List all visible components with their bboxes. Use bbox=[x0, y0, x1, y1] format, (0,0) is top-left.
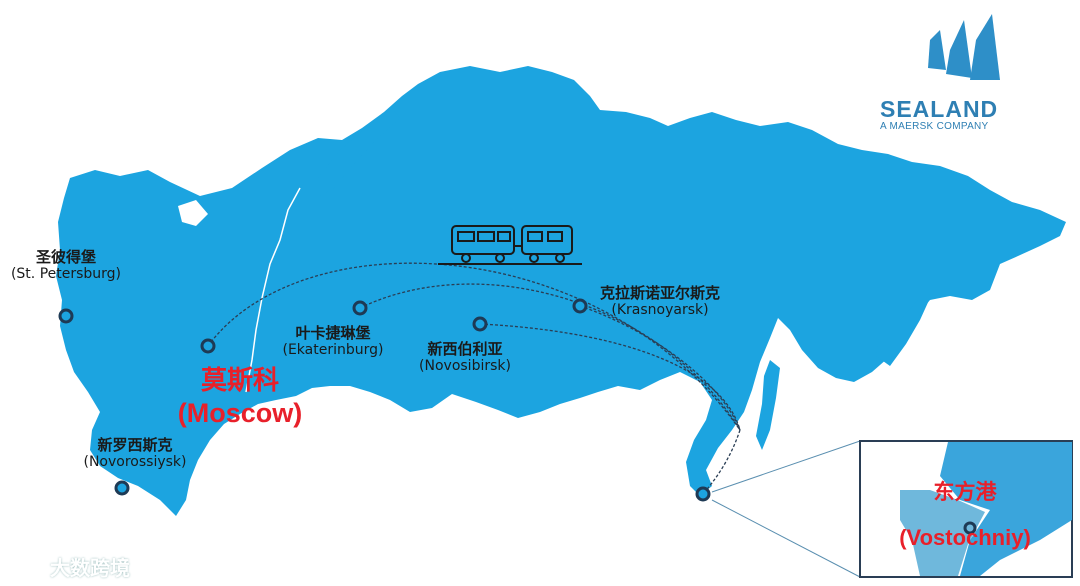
city-name-zh: 新罗西斯克 bbox=[97, 436, 173, 454]
marker-ekaterinburg bbox=[352, 300, 368, 316]
city-name-zh: 新西伯利亚 bbox=[427, 340, 503, 358]
sakhalin-island bbox=[756, 360, 780, 450]
ural-line bbox=[245, 187, 301, 393]
city-name-zh: 叶卡捷琳堡 bbox=[295, 324, 371, 342]
sealand-logo: SEALAND A MAERSK COMPANY bbox=[880, 96, 1040, 132]
novaya-zemlya bbox=[318, 108, 400, 196]
route-novosibirsk bbox=[479, 323, 741, 431]
inset-map bbox=[859, 440, 1073, 578]
city-name-zh: 克拉斯诺亚尔斯克 bbox=[599, 284, 720, 302]
watermark-text: 大数跨境 bbox=[50, 556, 130, 580]
marker-vostochniy bbox=[695, 486, 711, 502]
city-name-en: (Moscow) bbox=[177, 398, 303, 429]
city-name-en: (St. Petersburg) bbox=[10, 266, 122, 282]
label-moscow: 莫斯科 (Moscow) bbox=[170, 366, 310, 430]
route-krasnoyarsk bbox=[579, 305, 741, 431]
sealand-sails-icon bbox=[928, 14, 1000, 80]
city-name-en: (Vostochniy) bbox=[899, 525, 1031, 551]
city-name-en: (Novosibirsk) bbox=[419, 358, 511, 374]
inset-connector-top bbox=[711, 440, 861, 493]
logo-tagline: A MAERSK COMPANY bbox=[880, 121, 989, 132]
kamchatka bbox=[876, 298, 930, 366]
label-novorossiysk: 新罗西斯克 (Novorossiysk) bbox=[70, 436, 200, 471]
city-name-zh: 圣彼得堡 bbox=[35, 248, 96, 266]
inset-water bbox=[940, 442, 1072, 576]
rail-routes bbox=[207, 262, 741, 495]
marker-inset-vostochniy bbox=[963, 521, 977, 535]
white-sea bbox=[178, 200, 208, 226]
marker-novorossiysk bbox=[114, 480, 130, 496]
label-st-petersburg: 圣彼得堡 (St. Petersburg) bbox=[0, 248, 132, 283]
city-name-en: (Krasnoyarsk) bbox=[611, 302, 709, 318]
marker-st-petersburg bbox=[58, 308, 74, 324]
route-to-port bbox=[702, 429, 741, 495]
label-krasnoyarsk: 克拉斯诺亚尔斯克 (Krasnoyarsk) bbox=[582, 284, 738, 319]
inset-bay bbox=[900, 490, 985, 576]
inset-connector-bottom bbox=[711, 499, 861, 578]
city-name-en: (Ekaterinburg) bbox=[282, 342, 384, 358]
city-markers bbox=[58, 298, 711, 502]
watermark-logo-icon bbox=[10, 555, 41, 576]
logo-brand: SEALAND bbox=[880, 96, 999, 122]
label-novosibirsk: 新西伯利亚 (Novosibirsk) bbox=[405, 340, 525, 375]
route-ekaterinburg bbox=[359, 283, 741, 431]
route-moscow bbox=[207, 262, 741, 431]
label-ekaterinburg: 叶卡捷琳堡 (Ekaterinburg) bbox=[268, 324, 398, 359]
marker-krasnoyarsk bbox=[572, 298, 588, 314]
label-vostochniy: 东方港 (Vostochniy) bbox=[880, 480, 1050, 552]
city-name-zh: 东方港 bbox=[933, 480, 997, 504]
city-name-zh: 莫斯科 bbox=[200, 366, 279, 396]
marker-moscow bbox=[200, 338, 216, 354]
train-icon bbox=[438, 225, 582, 265]
marker-novosibirsk bbox=[472, 316, 488, 332]
watermark: 大数跨境 bbox=[50, 552, 130, 581]
city-name-en: (Novorossiysk) bbox=[83, 454, 187, 470]
